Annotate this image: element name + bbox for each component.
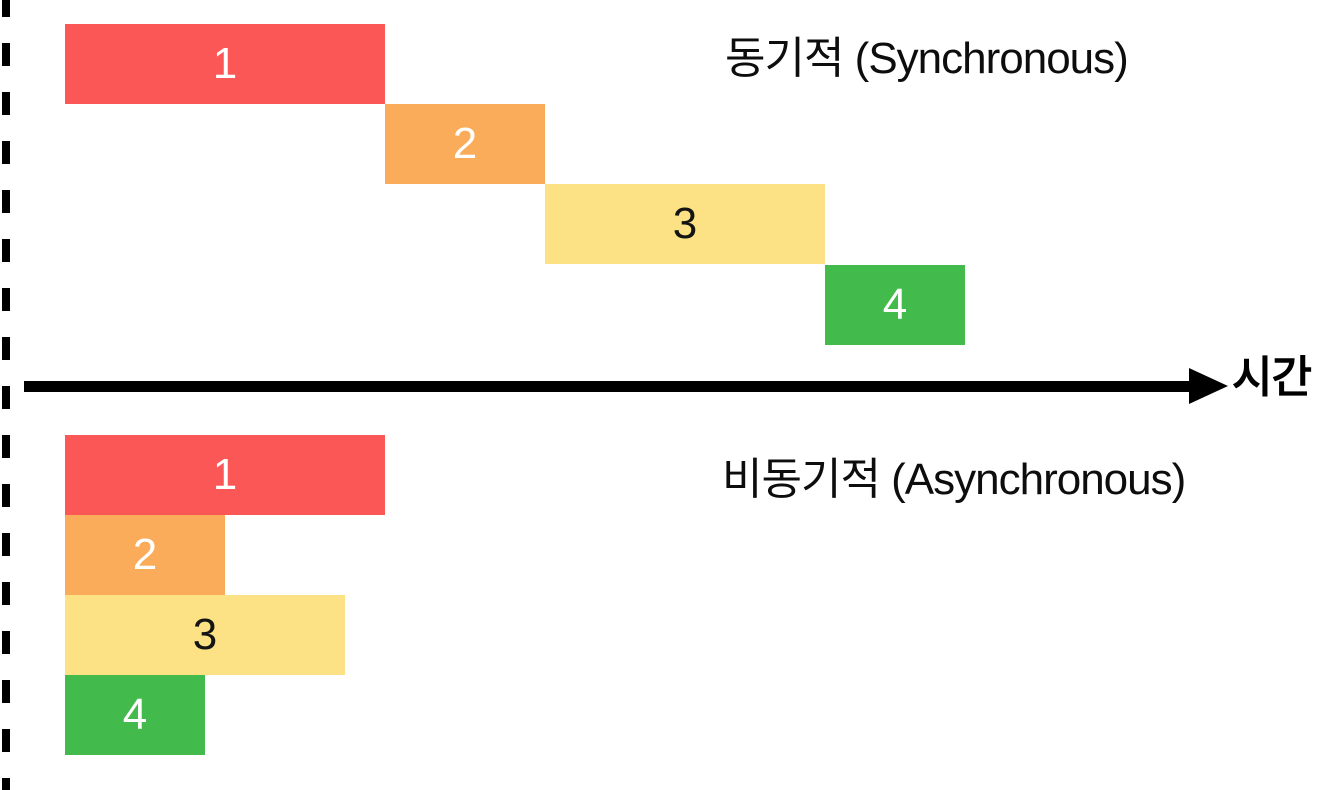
time-axis-arrowhead-icon	[1189, 368, 1228, 404]
time-axis-label: 시간	[1232, 353, 1312, 402]
task-bar-4: 4	[825, 265, 965, 345]
task-bar-3: 3	[545, 184, 825, 264]
task-bar-4: 4	[65, 675, 205, 755]
start-time-dashed-line	[2, 0, 10, 790]
asynchronous-section-title: 비동기적 (Asynchronous)	[722, 455, 1186, 504]
synchronous-section-title: 동기적 (Synchronous)	[725, 34, 1129, 83]
time-axis-line	[24, 381, 1192, 392]
task-bar-2: 2	[385, 104, 545, 184]
task-bar-2: 2	[65, 515, 225, 595]
task-bar-3: 3	[65, 595, 345, 675]
task-bar-1: 1	[65, 24, 385, 104]
task-bar-1: 1	[65, 435, 385, 515]
